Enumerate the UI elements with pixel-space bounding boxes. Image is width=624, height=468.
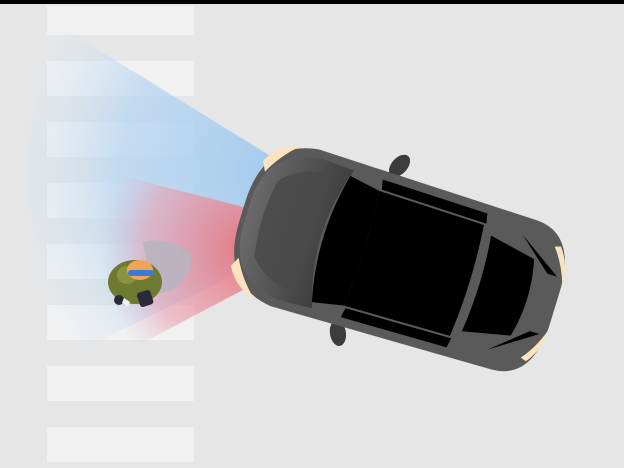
crosswalk-stripe bbox=[47, 366, 194, 401]
pedestrian-hand bbox=[114, 295, 124, 305]
crosswalk-stripe bbox=[47, 6, 194, 35]
top-border bbox=[0, 0, 624, 4]
crosswalk-stripe bbox=[47, 427, 194, 462]
pedestrian-cap bbox=[128, 270, 154, 276]
